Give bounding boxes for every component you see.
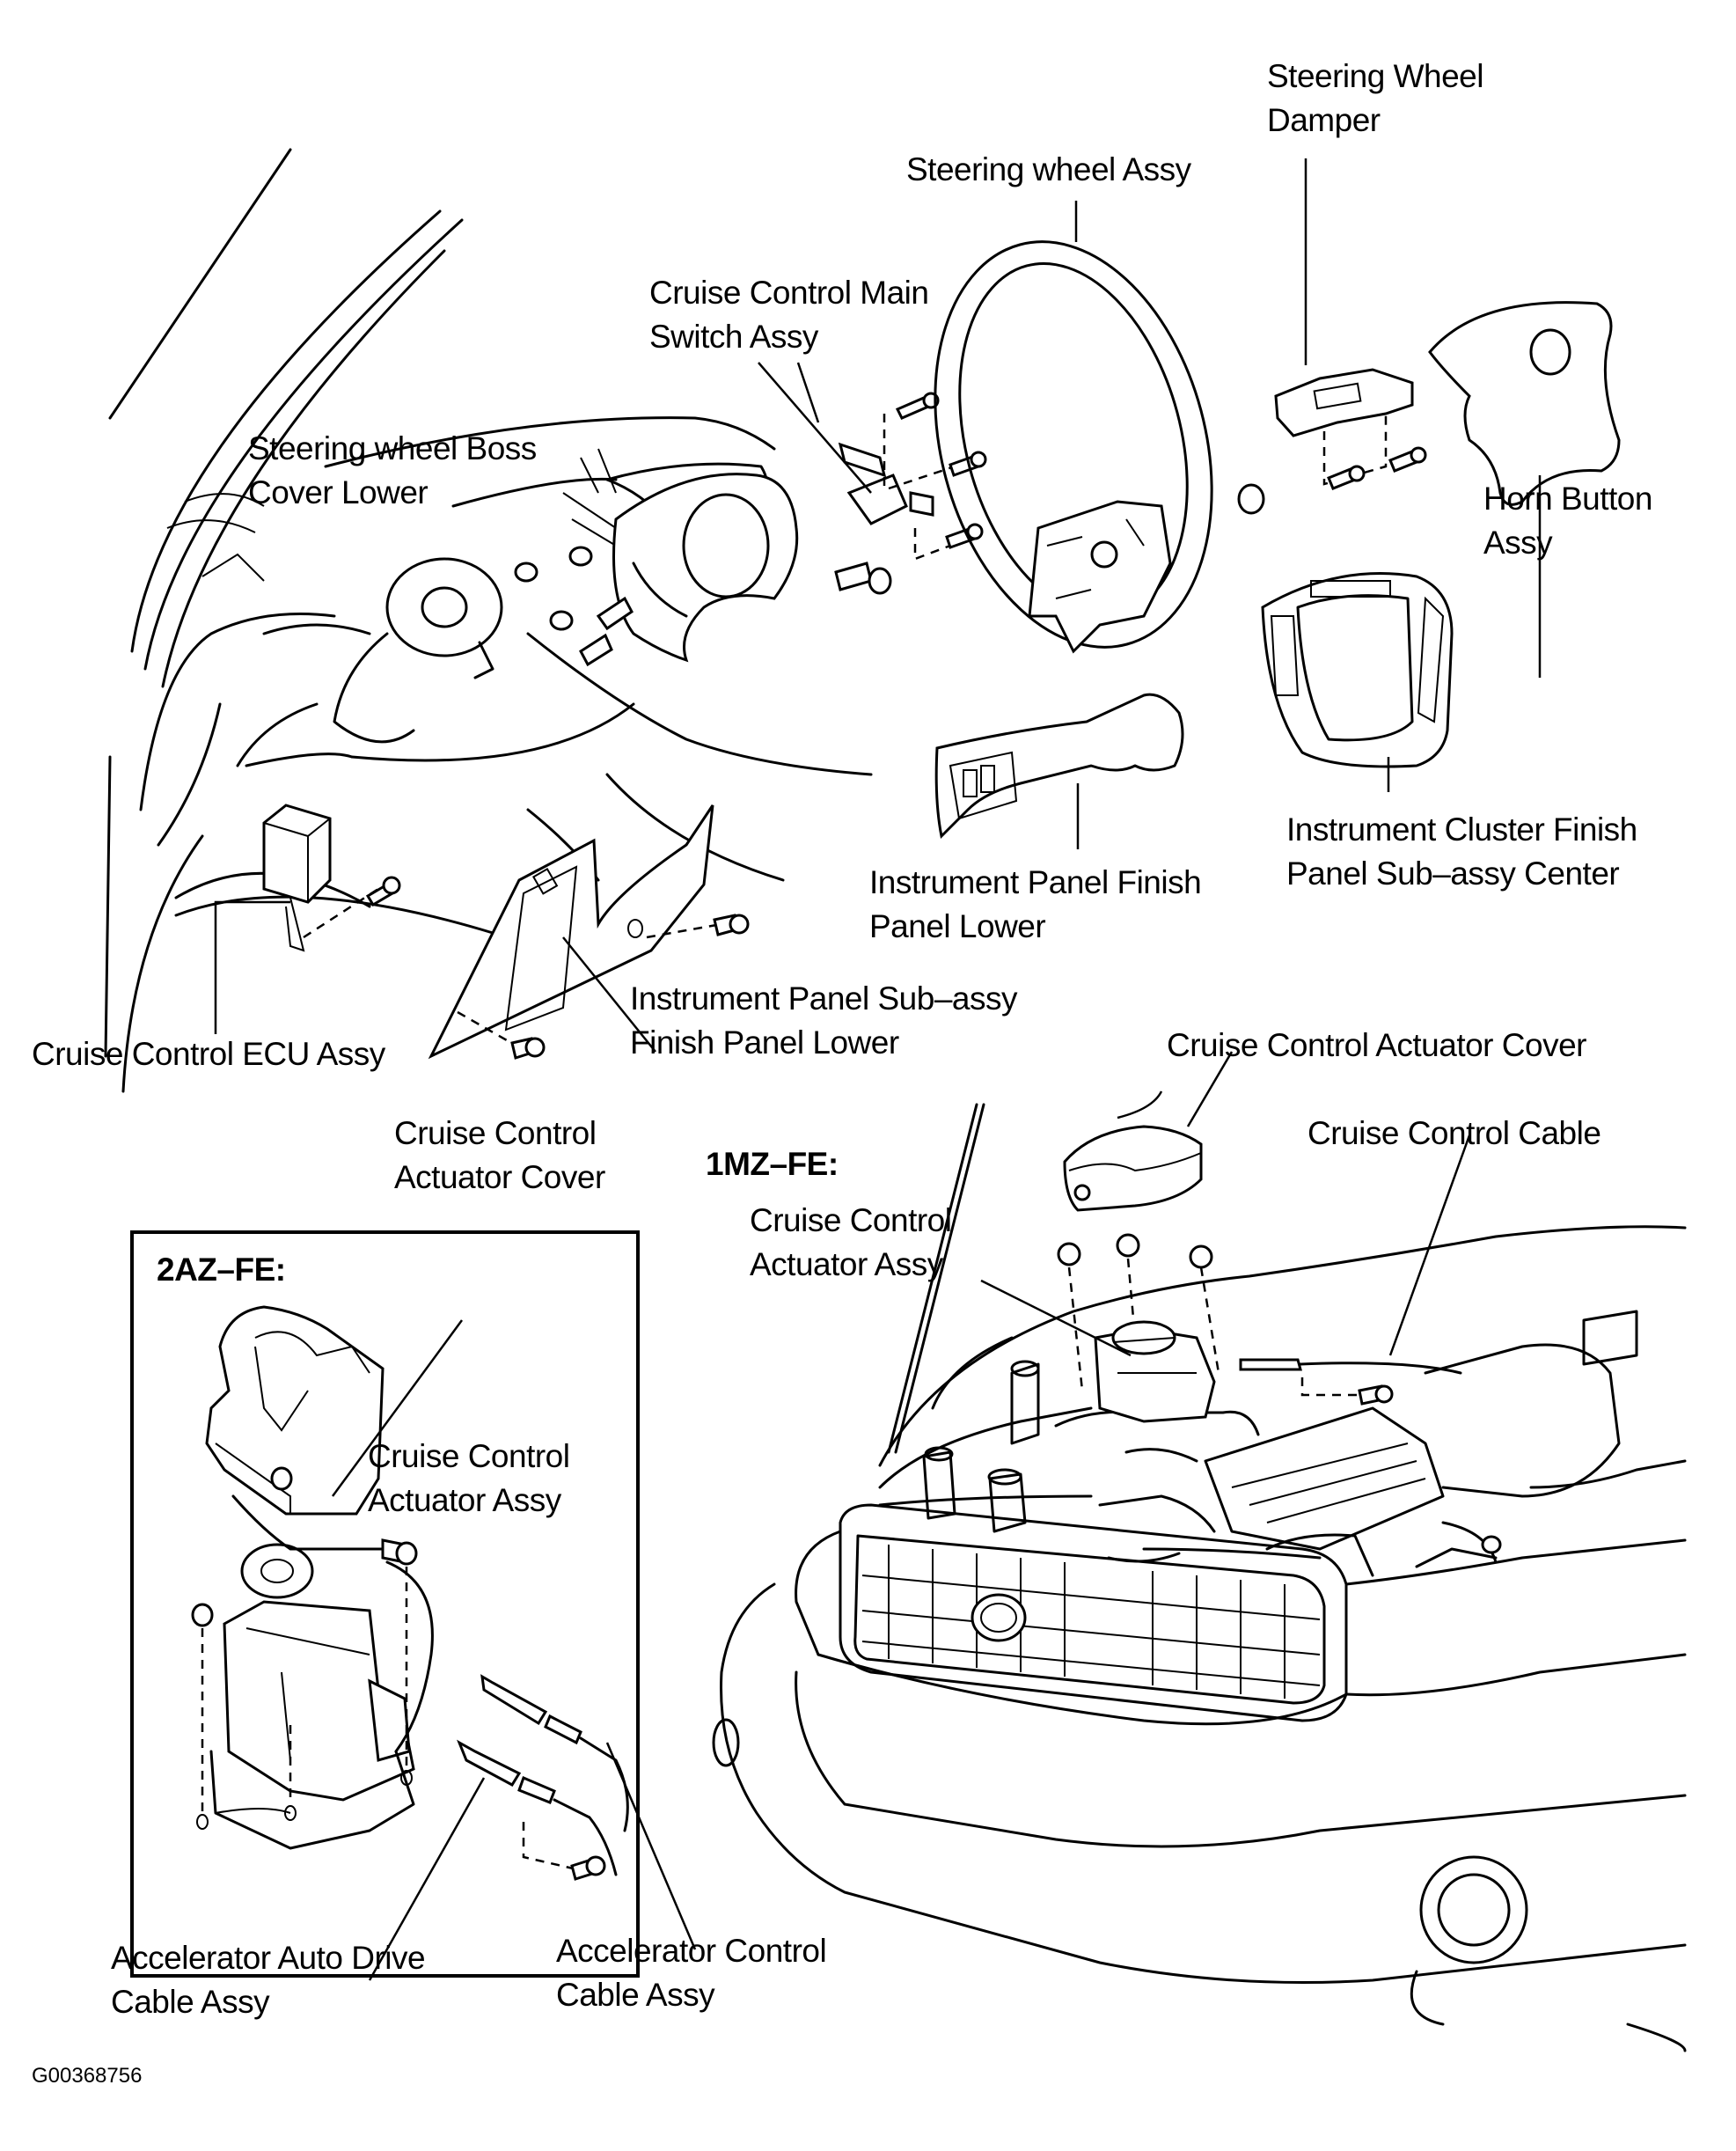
engine-2az-fe-box	[130, 1230, 640, 1978]
label-steering-wheel-damper: Steering Wheel Damper	[1267, 58, 1483, 138]
label-actuator-cover-2az: Cruise Control Actuator Cover	[394, 1115, 605, 1195]
label-boss-cover-lower: Steering wheel Boss Cover Lower	[248, 430, 537, 510]
label-cruise-ecu: Cruise Control ECU Assy	[32, 1036, 385, 1072]
dashboard-illustration	[104, 148, 873, 1093]
actuator-2az-nuts	[191, 1466, 418, 1830]
steering-wheel-nut	[1237, 483, 1265, 515]
actuator-cover-1mz-part	[1063, 1051, 1234, 1212]
label-cluster-finish-panel: Instrument Cluster Finish Panel Sub–assy…	[1286, 811, 1637, 892]
cruise-main-switch-part	[838, 392, 987, 561]
label-ip-finish-panel-lower: Instrument Panel Finish Panel Lower	[869, 864, 1202, 944]
actuator-assy-1mz-part	[980, 1233, 1220, 1423]
steering-wheel-part	[934, 240, 1213, 654]
label-steering-wheel-assy: Steering wheel Assy	[906, 151, 1191, 187]
label-actuator-assy-2az: Cruise Control Actuator Assy	[368, 1438, 570, 1518]
figure-id: G00368756	[32, 2064, 143, 2088]
cruise-cable-1mz-part	[1239, 1134, 1471, 1406]
actuator-cover-2az-part	[205, 1305, 464, 1516]
label-cruise-main-switch: Cruise Control Main Switch Assy	[649, 275, 929, 355]
cruise-ecu-part	[262, 804, 401, 952]
steering-wheel-damper-part	[1274, 368, 1427, 490]
actuator-assy-2az-part	[209, 1494, 434, 1850]
label-engine-2az-fe: 2AZ–FE:	[157, 1252, 286, 1288]
label-ip-subassy-finish-lower: Instrument Panel Sub–assy Finish Panel L…	[630, 980, 1017, 1061]
label-accel-control-cable: Accelerator Control Cable Assy	[556, 1933, 827, 2013]
horn-button-part	[1428, 301, 1621, 506]
label-horn-button: Horn Button Assy	[1483, 481, 1652, 561]
cluster-finish-panel-part	[1261, 572, 1454, 768]
label-cruise-cable: Cruise Control Cable	[1307, 1115, 1601, 1151]
label-actuator-assy-1mz: Cruise Control Actuator Assy	[750, 1202, 952, 1282]
label-engine-1mz-fe: 1MZ–FE:	[706, 1146, 839, 1182]
knee-panel-screws	[457, 914, 750, 1060]
leader-lines-top	[214, 158, 1542, 1053]
boss-cover-lower-part	[612, 473, 799, 663]
cables-2az-part	[368, 1674, 697, 1981]
bolts-dash	[514, 546, 892, 667]
label-actuator-cover-1mz: Cruise Control Actuator Cover	[1167, 1027, 1586, 1063]
car-front-illustration	[712, 1103, 1687, 2052]
ip-subassy-finish-lower-part	[428, 804, 714, 1060]
ip-finish-panel-lower-part	[934, 693, 1184, 840]
label-auto-drive-cable: Accelerator Auto Drive Cable Assy	[111, 1940, 426, 2020]
